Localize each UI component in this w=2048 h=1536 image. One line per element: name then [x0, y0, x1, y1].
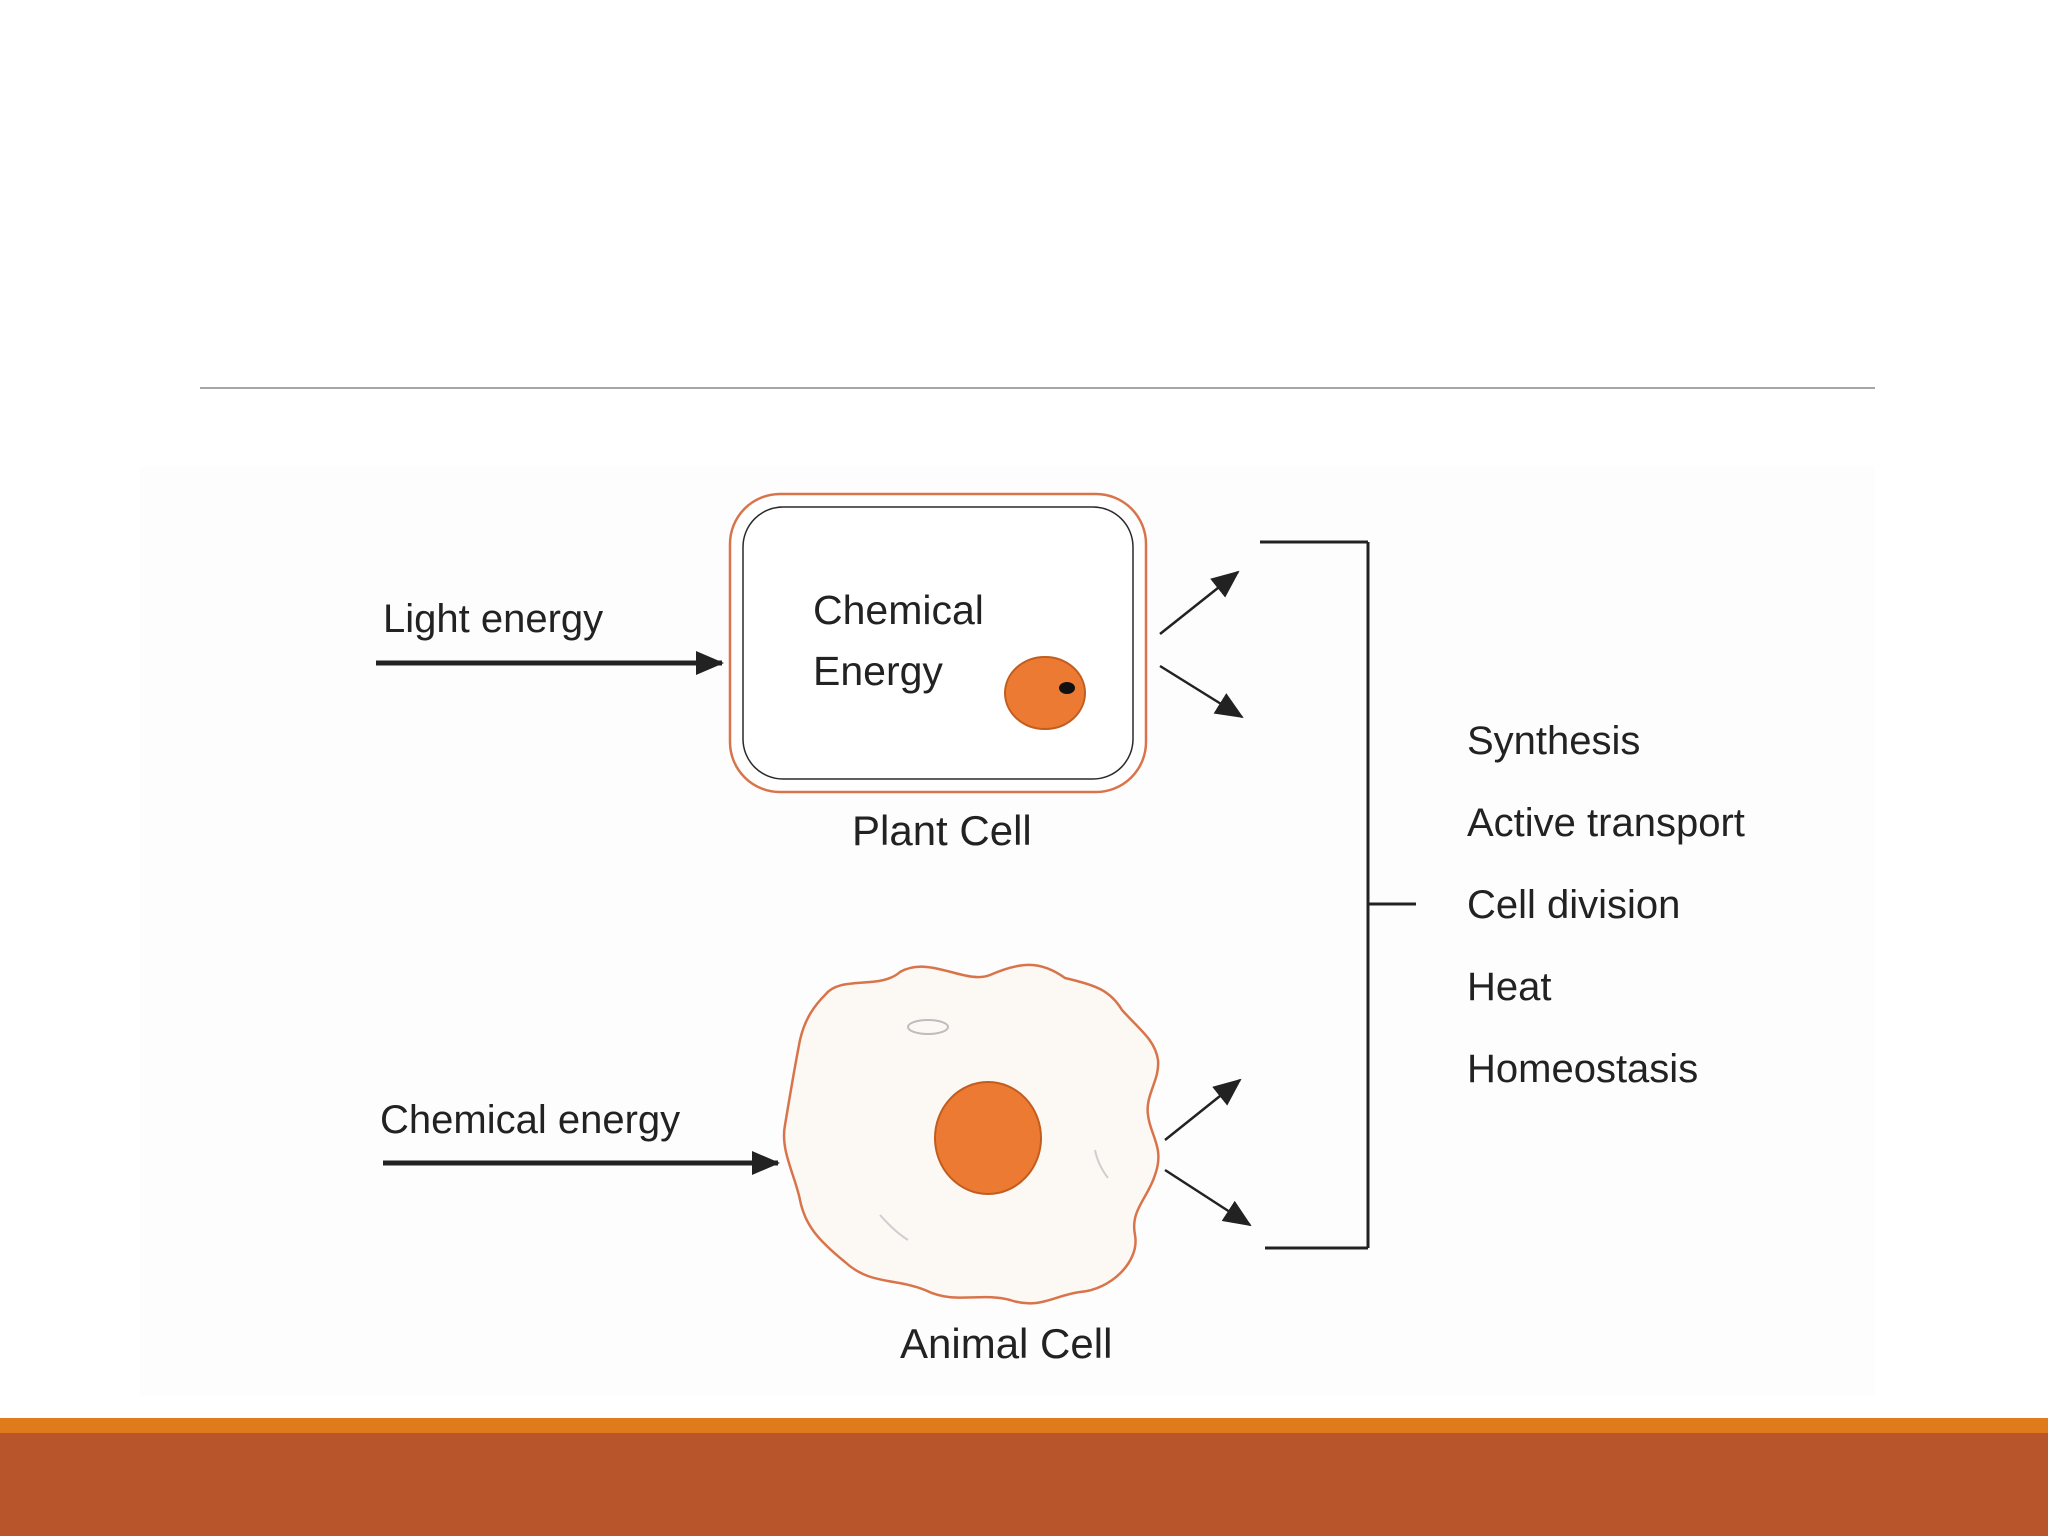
output-item: Active transport: [1467, 801, 1745, 845]
animal-cell-organelle: [1094, 1149, 1109, 1179]
plant-output-arrow-up: [1159, 570, 1240, 635]
outputs-bracket: [1260, 540, 1416, 1250]
plant-output-arrow-down: [1159, 664, 1244, 719]
animal-cell: [782, 963, 1160, 1305]
footer-bar: [0, 1433, 2048, 1536]
chemical-energy-label: Chemical energy: [380, 1098, 680, 1142]
output-item: Heat: [1467, 965, 1552, 1009]
title-divider: [200, 387, 1875, 389]
output-item: Cell division: [1467, 883, 1680, 927]
animal-cell-label: Animal Cell: [900, 1320, 1112, 1367]
plant-cell-nucleolus: [1059, 682, 1075, 694]
plant-cell: Chemical Energy: [728, 492, 1148, 794]
animal-cell-organelle: [879, 1214, 909, 1241]
plant-cell-membrane: [742, 506, 1134, 780]
footer-accent-stripe: [0, 1418, 2048, 1433]
plant-cell-inner-text-line2: Energy: [813, 648, 943, 694]
output-item: Synthesis: [1467, 719, 1640, 763]
plant-cell-label: Plant Cell: [852, 807, 1032, 854]
output-item: Homeostasis: [1467, 1047, 1698, 1091]
plant-cell-nucleus: [1004, 656, 1086, 730]
animal-output-arrow-up: [1164, 1078, 1242, 1141]
outputs-list: Synthesis Active transport Cell division…: [1467, 719, 1745, 1091]
animal-cell-nucleus: [934, 1081, 1042, 1195]
light-energy-label: Light energy: [383, 597, 603, 641]
animal-cell-vacuole: [907, 1019, 949, 1035]
plant-cell-inner-text-line1: Chemical: [813, 587, 984, 633]
animal-output-arrow-down: [1164, 1168, 1252, 1227]
